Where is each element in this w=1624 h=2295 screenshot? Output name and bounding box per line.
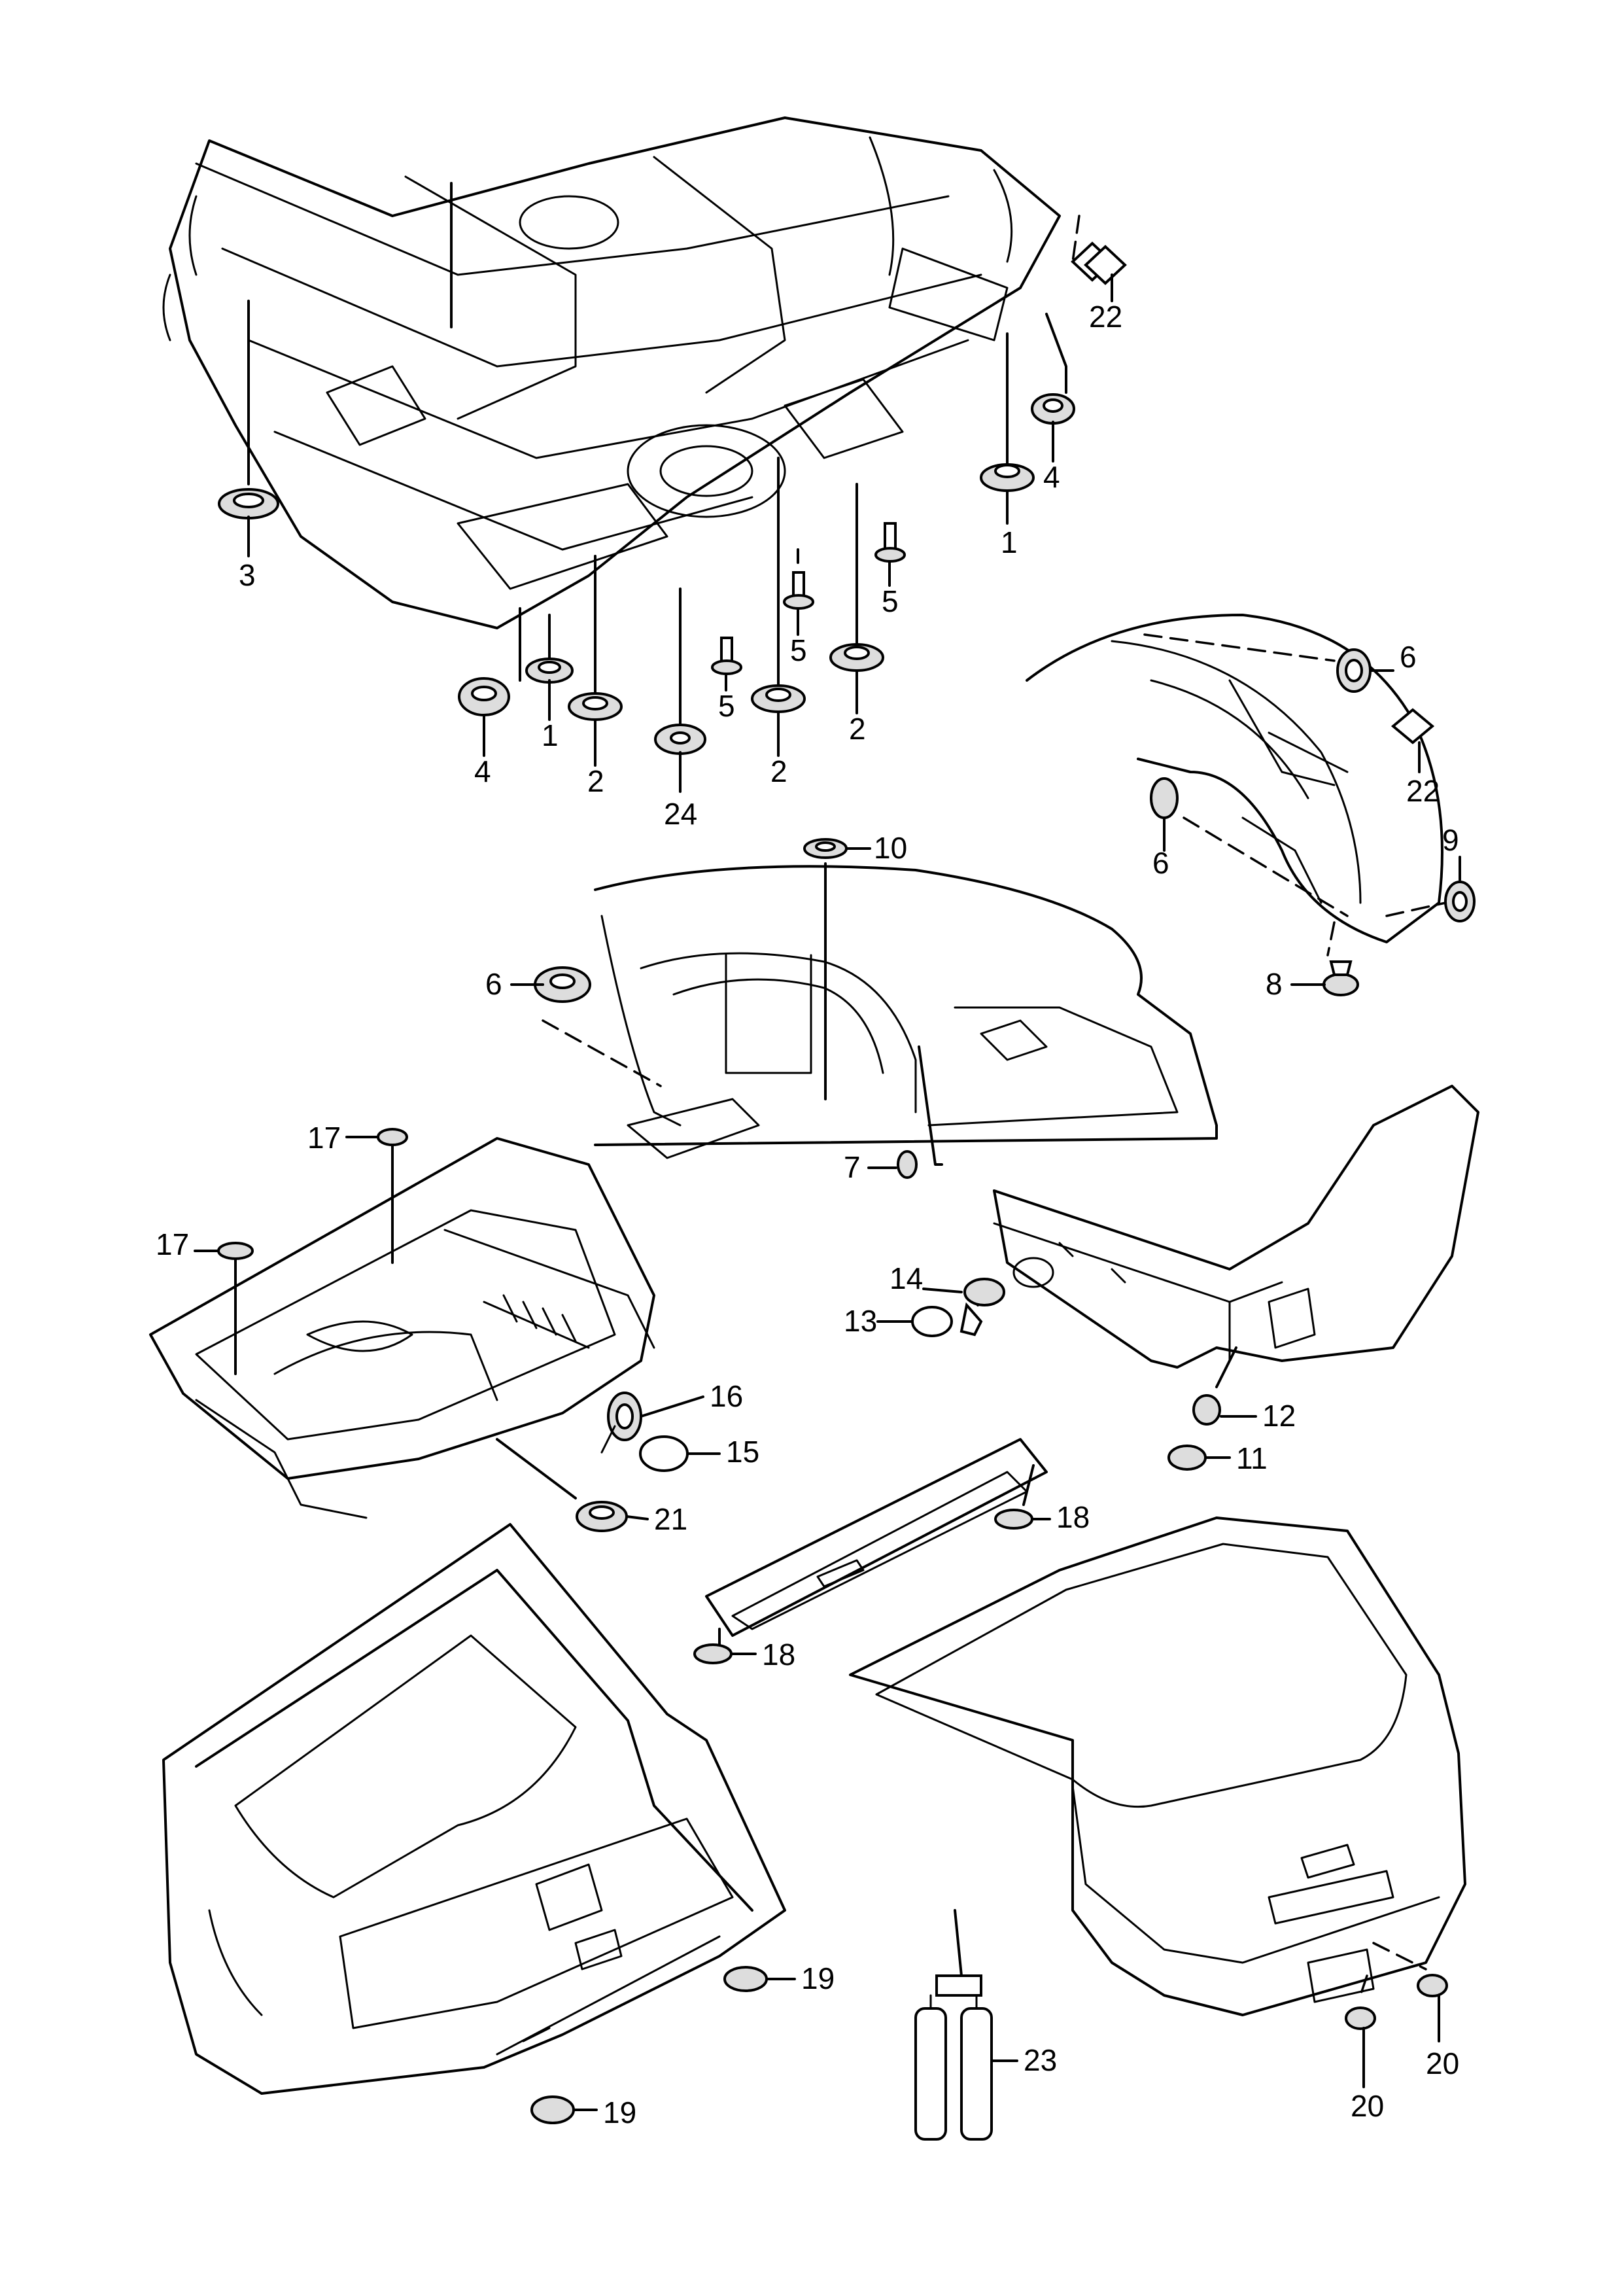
sealing-pad-22 [1084, 245, 1127, 296]
callout-17a: 17 [307, 1121, 341, 1155]
wheelarch-assembly [1026, 614, 1476, 996]
callout-9: 9 [1442, 823, 1459, 857]
callout-21: 21 [654, 1502, 687, 1536]
tailgate-inner-assembly [162, 1523, 786, 2124]
callout-7: 7 [844, 1150, 861, 1184]
callout-19b: 19 [603, 2095, 636, 2129]
callout-19a: 19 [801, 1961, 835, 1995]
callout-18a: 18 [1056, 1500, 1090, 1534]
callout-24: 24 [664, 797, 697, 831]
callout-18b: 18 [762, 1638, 795, 1672]
callout-2b: 2 [770, 754, 787, 788]
callout-2c: 2 [849, 712, 866, 746]
callout-10: 10 [874, 831, 907, 865]
callout-4b: 4 [474, 754, 491, 788]
callout-1b: 1 [542, 718, 559, 752]
callout-16: 16 [710, 1379, 743, 1413]
callout-4a: 4 [1043, 460, 1060, 494]
callout-22b: 22 [1406, 774, 1440, 808]
callout-20b: 20 [1351, 2089, 1384, 2123]
callout-14: 14 [890, 1261, 923, 1295]
callout-22a: 22 [1089, 300, 1122, 334]
callout-6c: 6 [485, 967, 502, 1001]
callout-5a: 5 [882, 584, 899, 618]
callout-1a: 1 [1001, 525, 1018, 559]
callout-11: 11 [1236, 1441, 1268, 1475]
callout-labels: 1 1 2 2 2 3 4 4 5 5 5 6 6 6 7 8 9 10 11 … [156, 300, 1459, 2129]
rear-panel-assembly [911, 1085, 1479, 1471]
quarter-panel-assembly [534, 838, 1218, 1179]
callout-12: 12 [1262, 1399, 1296, 1433]
callout-3: 3 [239, 558, 256, 592]
trim-strip-assembly [693, 1438, 1048, 1664]
callout-8: 8 [1266, 967, 1283, 1001]
callout-6a: 6 [1400, 640, 1417, 674]
callout-15: 15 [726, 1435, 759, 1469]
callout-6b: 6 [1152, 846, 1169, 880]
label-leaders [194, 293, 1461, 2111]
callout-23: 23 [1024, 2043, 1057, 2077]
callout-5b: 5 [790, 633, 807, 667]
callout-20a: 20 [1426, 2046, 1459, 2080]
callout-17b: 17 [156, 1227, 189, 1261]
tailgate-outer-assembly [849, 1516, 1466, 2030]
callout-5c: 5 [718, 689, 735, 723]
callout-2a: 2 [587, 764, 604, 798]
sealant-cartridge [914, 1909, 993, 2141]
callout-13: 13 [844, 1304, 877, 1338]
underbody-assembly [162, 116, 1114, 755]
luggage-floor-assembly [149, 1128, 689, 1532]
